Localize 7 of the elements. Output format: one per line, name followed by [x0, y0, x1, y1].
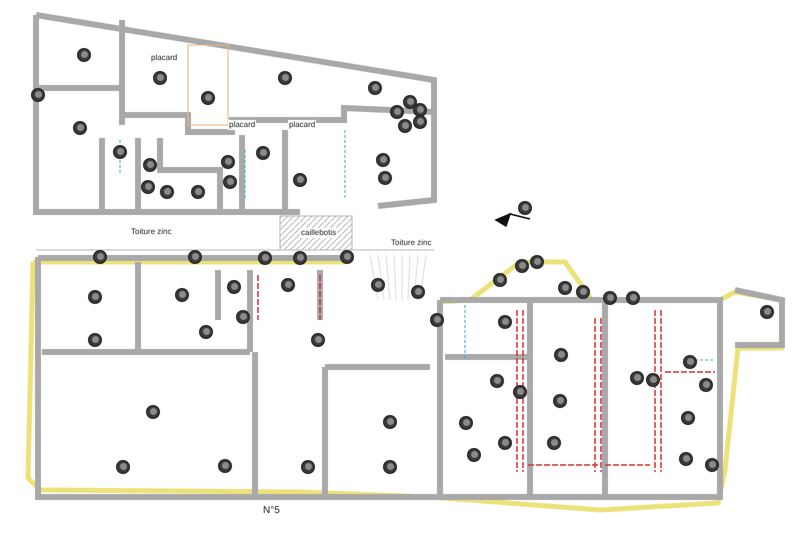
closet-label: placard [150, 53, 178, 63]
grating-label: caillebotis [300, 228, 338, 238]
roof-label: Toiture zinc [390, 238, 432, 248]
closet-label: placard [228, 120, 256, 130]
street-number: N°5 [262, 506, 281, 516]
roof-label: Toiture zinc [130, 227, 172, 237]
closet-label: placard [288, 120, 316, 130]
